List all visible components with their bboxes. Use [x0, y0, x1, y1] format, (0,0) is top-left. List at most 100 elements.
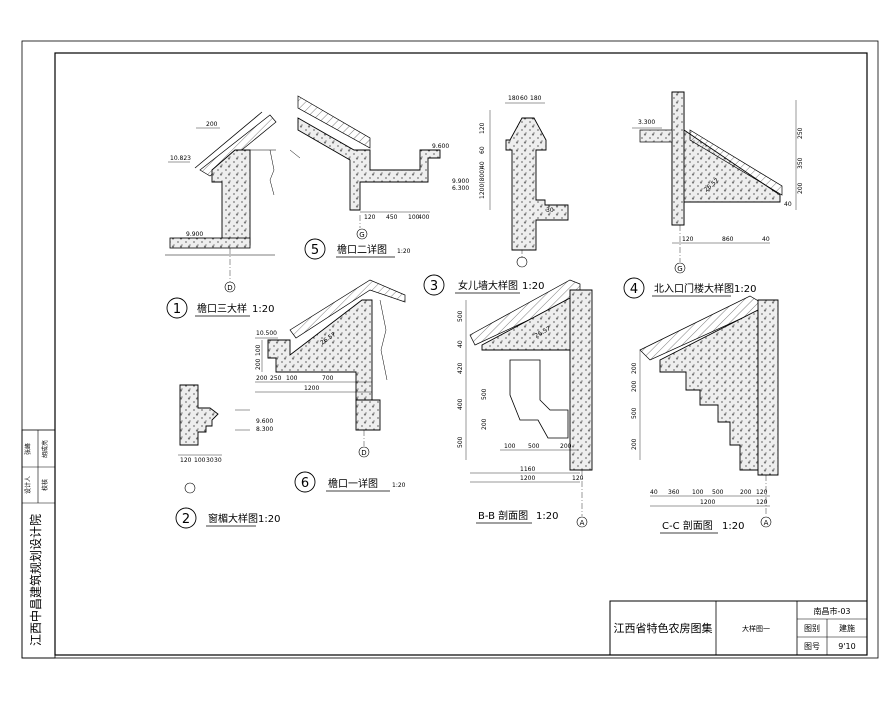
dim-text: 200: [797, 182, 804, 194]
detail-number: 6: [301, 476, 309, 491]
dim-text: 1200: [520, 475, 535, 482]
dim-text: 200: [255, 358, 262, 370]
dim-text: 500: [631, 407, 638, 419]
dim-text: 500: [457, 310, 464, 322]
section-cc-drawing: 200 200 500 200 40 360 100 500 200 120 1…: [631, 295, 779, 528]
dim-text: 60: [479, 146, 486, 154]
elev-text: 10.500: [256, 330, 277, 337]
dim-text: 100: [255, 344, 262, 356]
detail-5-label: 5 檐口二详图 1:20: [304, 238, 411, 260]
detail-title: 女儿墙大样图: [458, 279, 518, 292]
dim-text: 100: [194, 457, 206, 464]
section-title: B-B 剖面图: [478, 509, 528, 522]
detail-3-label: 3 女儿墙大样图 1:20: [423, 274, 544, 296]
detail-scale: 1:20: [397, 248, 411, 255]
elev-text: 10.823: [170, 155, 191, 162]
detail-number: 4: [630, 282, 638, 297]
dim-text: 1200(800): [479, 168, 486, 199]
dim-text: 1200: [700, 499, 715, 506]
detail-title: 窗楣大样图: [208, 512, 258, 525]
sheet-title: 大样图一: [742, 624, 770, 633]
dim-text: 120: [180, 457, 192, 464]
role-title-1: 设计人: [24, 476, 32, 494]
axis-mark-g2: G: [677, 265, 682, 273]
dim-text: 180: [530, 95, 542, 102]
category-value: 建施: [839, 623, 855, 633]
detail-title: 北入口门楼大样图: [654, 282, 734, 295]
detail-2-drawing: 120 100 30 30 9.600 8.300: [178, 384, 273, 494]
section-scale: 1:20: [722, 521, 744, 532]
dim-text: 1200: [304, 385, 319, 392]
detail-title: 檐口三大样: [197, 302, 247, 315]
detail-scale: 1:20: [734, 284, 756, 295]
dim-text: 420: [457, 362, 464, 374]
dim-text: 200: [206, 121, 218, 128]
detail-title: 檐口二详图: [337, 243, 387, 256]
detail-4-drawing: 3.300 250 350 200 40 26.57 120 860 40 G: [632, 91, 804, 274]
elev-text: 8.300: [256, 426, 273, 433]
project-title: 江西省特色农房图集: [614, 621, 713, 635]
number-label: 图号: [804, 642, 820, 651]
axis-mark-bb: A: [580, 519, 585, 527]
axis-mark-d2: D: [361, 449, 366, 457]
dim-text: 200: [631, 380, 638, 392]
axis-mark-g1: G: [359, 231, 364, 239]
elev-text: 9.900: [452, 178, 469, 185]
dim-text: 120: [756, 489, 768, 496]
elev-text: 9.600: [256, 418, 273, 425]
dim-text: 250: [270, 375, 282, 382]
dim-text: 30: [206, 457, 214, 464]
dim-text: 500: [712, 489, 724, 496]
detail-1-drawing: D 200 10.823 9.900: [165, 111, 277, 293]
axis-mark-d1: D: [227, 284, 232, 292]
dim-text: 180: [508, 95, 520, 102]
dim-text: 860: [722, 236, 734, 243]
detail-6-label: 6 檐口一详图 1:20: [294, 471, 406, 493]
dim-text: 100: [692, 489, 704, 496]
section-scale: 1:20: [536, 511, 558, 522]
role-title-2: 校核: [41, 479, 49, 491]
elev-text: 6.300: [452, 185, 469, 192]
dim-text: 250: [797, 127, 804, 139]
detail-scale: 1:20: [522, 281, 544, 292]
dim-text: 200: [481, 418, 488, 430]
dim-text: 450: [386, 214, 398, 221]
elev-text: 9.600: [432, 143, 449, 150]
title-block: 江西省特色农房图集 大样图一 南昌市-03 图别 建施 图号 9'10: [609, 600, 868, 656]
detail-1-label: 1 檐口三大样 1:20: [166, 297, 274, 319]
inner-frame: [54, 52, 868, 656]
dim-text: 120: [756, 499, 768, 506]
detail-3-drawing: 180 60 180 120 60 40 1200(800) 30: [479, 95, 569, 268]
section-cc-label: C-C 剖面图 1:20: [660, 519, 744, 534]
dim-text: 30: [546, 207, 554, 214]
outer-frame: [21, 40, 879, 659]
dim-text: 360: [668, 489, 680, 496]
dim-text: 500: [481, 388, 488, 400]
detail-number-circle: [166, 297, 188, 319]
dim-text: 100: [408, 214, 420, 221]
dim-text: 350: [797, 157, 804, 169]
detail-5-drawing: G 9.600 9.900 6.300 120 450 100 400: [289, 95, 469, 240]
dim-text: 40: [784, 201, 792, 208]
category-label: 图别: [804, 624, 820, 633]
number-value: 9'10: [838, 642, 855, 651]
detail-scale: 1:20: [252, 304, 274, 315]
dim-text: 200: [256, 375, 268, 382]
detail-title: 檐口一详图: [328, 477, 378, 490]
elev-text: 9.900: [186, 231, 203, 238]
dim-text: 1160: [520, 466, 535, 473]
detail-scale: 1:20: [258, 514, 280, 525]
dim-text: 100: [504, 443, 516, 450]
dim-text: 40: [650, 489, 658, 496]
left-title-block: 张峰 胡成亮 设计人 校核 江西中昌建筑规划设计院: [21, 429, 56, 659]
dim-text: 700: [322, 375, 334, 382]
detail-number: 1: [173, 302, 181, 317]
dim-text: 40: [479, 161, 486, 169]
detail-6-drawing: 10.500 100 200 200 250 100 700 1200 26.5…: [255, 279, 406, 458]
dim-text: 120: [572, 475, 584, 482]
dim-text: 400: [418, 214, 430, 221]
dim-text: 500: [528, 443, 540, 450]
dim-text: 40: [457, 340, 464, 348]
dim-text: 40: [762, 236, 770, 243]
detail-number: 5: [311, 243, 319, 258]
